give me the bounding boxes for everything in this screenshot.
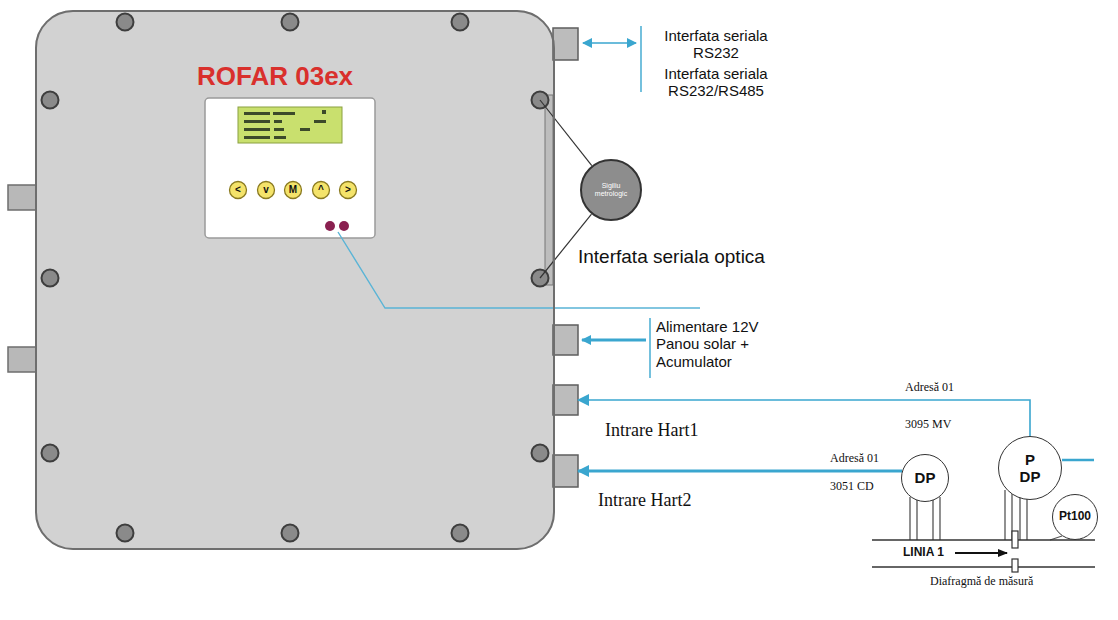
- p-dp-transmitter: P DP: [998, 436, 1062, 500]
- component-label: Diafragmă de măsură: [930, 575, 1105, 589]
- interface-label: Interfata seriala RS232: [650, 27, 782, 62]
- impulse-tube: [939, 497, 940, 540]
- bolts: [42, 14, 549, 542]
- lcd-row: [244, 120, 270, 123]
- address-label: Adresă 01: [905, 381, 995, 395]
- input-label: Intrare Hart2: [598, 490, 768, 511]
- lcd-row: [244, 136, 270, 139]
- instrument-tag: Pt100: [1059, 510, 1091, 524]
- orifice-plate: [1012, 531, 1018, 548]
- bolt: [282, 525, 299, 542]
- display-panel: [205, 98, 375, 238]
- key-symbol: <: [230, 183, 246, 197]
- enclosure-housing: ROFAR 03ex: [35, 10, 555, 550]
- bolt: [117, 14, 134, 31]
- housing-fill: [35, 10, 555, 550]
- model-label: 3051 CD: [830, 480, 898, 494]
- cable-gland: [553, 325, 578, 355]
- pipe-wall: [872, 566, 1095, 568]
- key-button: [230, 182, 247, 199]
- cable-gland: [553, 455, 578, 487]
- model-label: 3095 MV: [905, 418, 995, 432]
- key-button: [258, 182, 275, 199]
- interface-label: Interfata seriala RS232/RS485: [650, 65, 782, 100]
- lcd-row: [274, 128, 284, 131]
- impulse-tube: [909, 497, 910, 540]
- impulse-tube: [1026, 499, 1027, 540]
- bracket-line: [649, 318, 650, 378]
- bolt: [282, 14, 299, 31]
- bolt: [532, 445, 549, 462]
- device-title: ROFAR 03ex: [197, 62, 353, 92]
- keypad: [230, 182, 357, 199]
- bolt: [42, 445, 59, 462]
- orifice-plate: [1012, 559, 1018, 572]
- bolt: [452, 14, 469, 31]
- impulse-tube: [916, 500, 917, 540]
- hart-signal-line: [578, 470, 902, 473]
- flow-arrow: [955, 552, 1007, 554]
- impulse-tube: [1004, 490, 1005, 540]
- serial-link-arrow: [583, 42, 636, 44]
- metrology-seal: Sigiliu metrologic: [580, 159, 642, 221]
- cable-gland: [553, 385, 578, 415]
- dp-transmitter: DP: [901, 454, 949, 502]
- optical-port: [339, 221, 349, 231]
- input-label: Intrare Hart1: [605, 420, 775, 441]
- lcd-row: [322, 110, 326, 114]
- key-button: [340, 182, 357, 199]
- bolt: [42, 270, 59, 287]
- impulse-tube: [932, 500, 933, 540]
- bolt: [117, 525, 134, 542]
- power-arrow: [582, 339, 646, 342]
- key-symbol: >: [340, 183, 356, 197]
- latch-bar: [545, 95, 553, 285]
- impulse-tube: [1019, 497, 1020, 540]
- power-label: Alimentare 12V Panou solar + Acumulator: [656, 318, 791, 370]
- lcd-row: [244, 112, 270, 115]
- cable-gland: [553, 28, 578, 60]
- bracket-line: [640, 26, 641, 92]
- key-symbol: ^: [313, 183, 329, 197]
- lcd-screen: [238, 107, 342, 143]
- process-line: [1062, 459, 1094, 462]
- lcd-row: [314, 120, 326, 123]
- lcd-row: [274, 136, 286, 139]
- instrument-tag: DP: [915, 469, 936, 486]
- bolt: [452, 525, 469, 542]
- pt100-sensor: Pt100: [1052, 494, 1098, 540]
- lcd-row: [300, 128, 310, 131]
- key-symbol: v: [258, 183, 274, 197]
- key-symbol: M: [285, 183, 301, 197]
- leader-line: [338, 232, 700, 308]
- pipe-wall: [872, 539, 1095, 541]
- lcd-row: [273, 112, 295, 115]
- address-label: Adresă 01: [830, 452, 898, 466]
- lcd-row: [244, 128, 270, 131]
- instrument-tag: P DP: [1015, 451, 1045, 486]
- interface-label: Interfata seriala optica: [578, 246, 768, 268]
- bolt: [42, 92, 59, 109]
- lcd-rows: [244, 110, 326, 139]
- key-button: [313, 182, 330, 199]
- seal-label: Sigiliu metrologic: [588, 182, 634, 198]
- lcd-row: [274, 120, 282, 123]
- seal-wire: [540, 100, 592, 166]
- optical-port: [325, 221, 335, 231]
- line-label: LINIA 1: [903, 546, 955, 560]
- key-button: [285, 182, 302, 199]
